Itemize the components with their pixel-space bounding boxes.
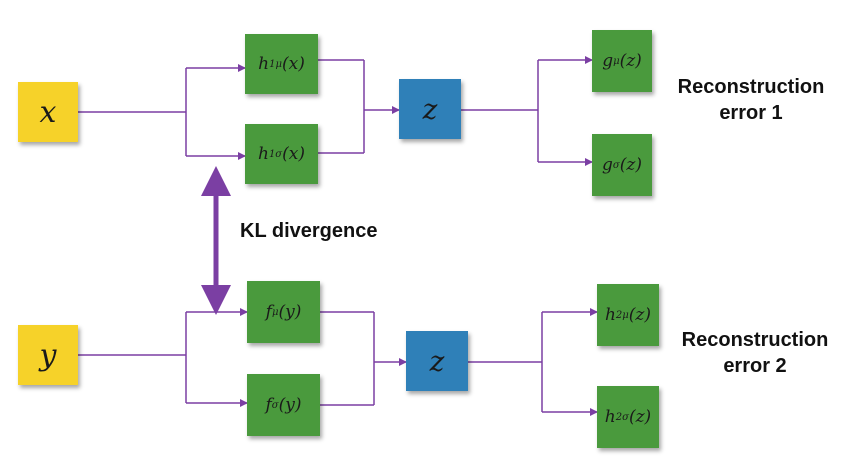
recon2-line1: Reconstruction: [681, 329, 829, 351]
connector-z-bottom-to-decoders: [468, 308, 598, 416]
z-top-label: z: [422, 92, 438, 126]
gmu-arg: (z): [619, 51, 642, 71]
recon1-line2: error 1: [719, 102, 783, 124]
connector-encoders-to-z-bottom: [320, 311, 407, 406]
recon1-line1: Reconstruction: [677, 76, 825, 98]
h2sigma-arg: (z): [628, 407, 652, 427]
x-input-node: x: [18, 82, 78, 142]
x-node-label: x: [39, 94, 57, 130]
h1mu-arg: (x): [281, 54, 305, 74]
h1sigma-arg: (x): [282, 144, 305, 164]
h2mu-arg: (z): [628, 305, 652, 325]
fsigma-sub: σ: [271, 399, 279, 411]
connector-y-to-encoders: [78, 308, 248, 407]
h1sigma-sub: 1σ: [268, 148, 283, 160]
gsigma-sub: σ: [612, 159, 620, 171]
gsigma-var: g: [602, 155, 613, 175]
gmu-sub: μ: [613, 55, 620, 67]
gsigma-arg: (z): [619, 155, 642, 175]
z-bottom-latent-node: z: [406, 331, 468, 391]
connector-z-top-to-decoders: [461, 56, 593, 166]
fmu-sub: μ: [271, 306, 279, 318]
h1mu-sub: 1μ: [269, 58, 282, 70]
y-input-node: y: [18, 325, 78, 385]
h2mu-var: h: [604, 305, 616, 325]
h2mu-sub: 2μ: [615, 309, 629, 321]
reconstruction-error-1-label: Reconstruction error 1: [662, 74, 840, 126]
recon2-line2: error 2: [723, 355, 787, 377]
gmu-var: g: [602, 51, 614, 71]
fsigma-arg: (y): [278, 395, 302, 415]
y-node-label: y: [39, 337, 57, 373]
kl-divergence-label: KL divergence: [240, 218, 377, 244]
h2sigma-var: h: [604, 407, 616, 427]
z-bottom-label: z: [429, 344, 445, 378]
fmu-var: f: [265, 302, 272, 322]
h1sigma-var: h: [257, 144, 269, 164]
kl-divergence-text: KL divergence: [240, 220, 378, 242]
z-top-latent-node: z: [399, 79, 461, 139]
fsigma-var: f: [265, 395, 272, 415]
h2sigma-sub: 2σ: [615, 411, 629, 423]
connector-encoders-to-z-top: [318, 59, 400, 154]
reconstruction-error-2-label: Reconstruction error 2: [666, 327, 844, 379]
fmu-arg: (y): [278, 302, 302, 322]
h1mu-var: h: [258, 54, 270, 74]
connector-x-to-encoders: [78, 64, 246, 160]
